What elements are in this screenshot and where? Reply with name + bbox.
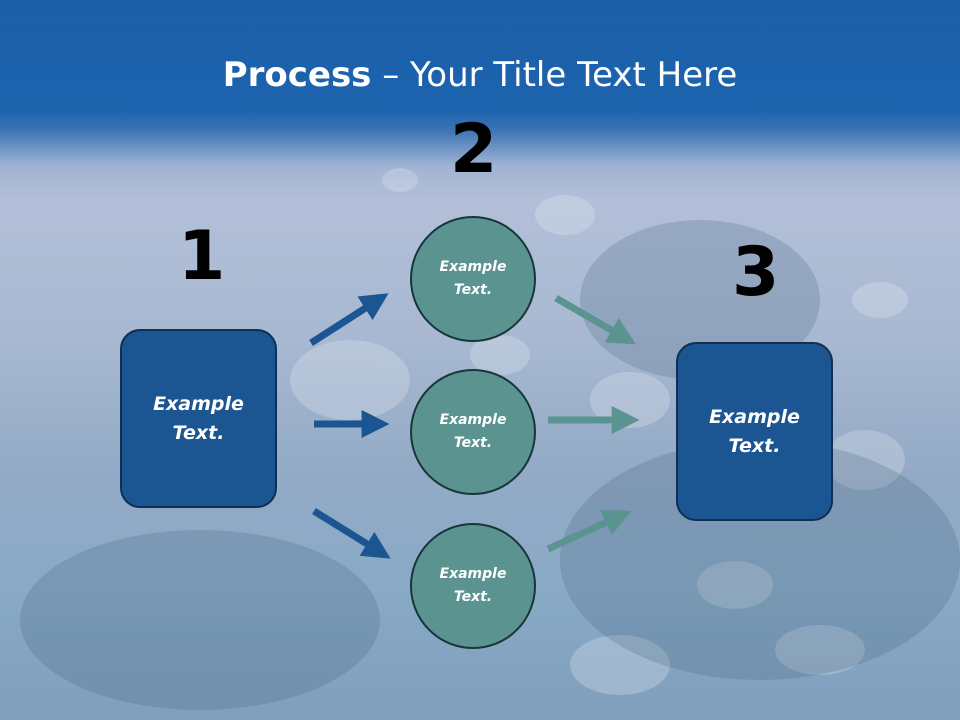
step-number-1: 1 (178, 217, 226, 296)
circle-1: Example Text. (410, 216, 536, 342)
arrow-from-circle-1 (554, 294, 636, 345)
right-box-text: Example Text. (709, 405, 800, 457)
left-box-text: Example Text. (153, 392, 244, 444)
circle-1-text: Example Text. (439, 259, 507, 298)
step-number-2: 2 (450, 110, 498, 189)
arrow-to-circle-1 (309, 293, 389, 346)
arrow-to-circle-3 (312, 508, 391, 559)
right-box: Example Text. (676, 342, 833, 521)
slide-title: Process – Your Title Text Here (0, 54, 960, 96)
left-box: Example Text. (120, 329, 277, 508)
step-number-3: 3 (732, 233, 780, 312)
arrow-from-circle-3 (546, 509, 632, 553)
title-bold: Process (222, 55, 372, 95)
title-rest: – Your Title Text Here (371, 55, 738, 95)
circle-2-text: Example Text. (439, 412, 507, 451)
circle-3: Example Text. (410, 523, 536, 649)
circle-2: Example Text. (410, 369, 536, 495)
circle-3-text: Example Text. (439, 566, 507, 605)
